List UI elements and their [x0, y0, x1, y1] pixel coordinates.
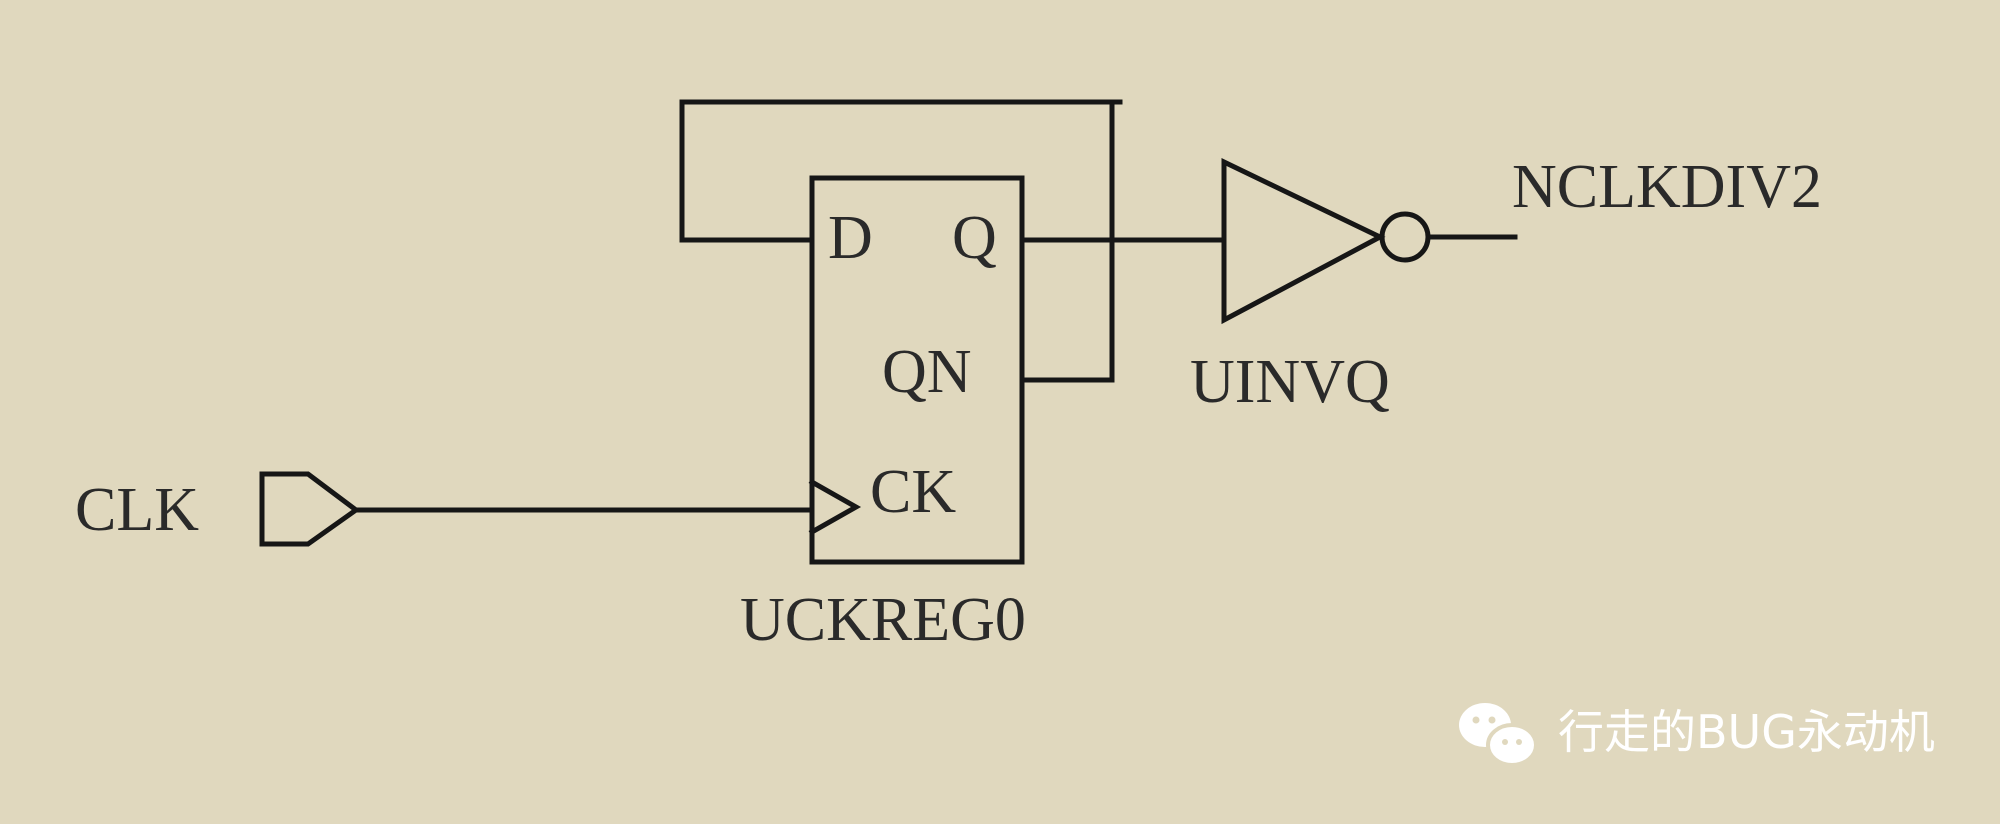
register-body	[809, 175, 1025, 565]
clk-input-port	[259, 471, 361, 547]
pin-d-label: D	[828, 204, 873, 272]
pin-ck-label: CK	[870, 458, 956, 526]
clock-edge-marker	[808, 478, 862, 536]
inverter-instance-label: UINVQ	[1190, 348, 1390, 416]
inverter-triangle	[1221, 158, 1386, 325]
clk-label: CLK	[75, 476, 199, 544]
output-net-label: NCLKDIV2	[1512, 153, 1822, 221]
feedback-to-d-wire	[679, 99, 1123, 243]
watermark-text: 行走的BUG永动机	[1558, 705, 1935, 759]
inverter-bubble	[1379, 211, 1431, 263]
pin-qn-label: QN	[882, 338, 972, 406]
wechat-icon	[1459, 703, 1538, 767]
register-instance-label: UCKREG0	[740, 586, 1026, 654]
pin-q-label: Q	[952, 204, 997, 272]
qn-feedback-wire	[1019, 99, 1115, 383]
